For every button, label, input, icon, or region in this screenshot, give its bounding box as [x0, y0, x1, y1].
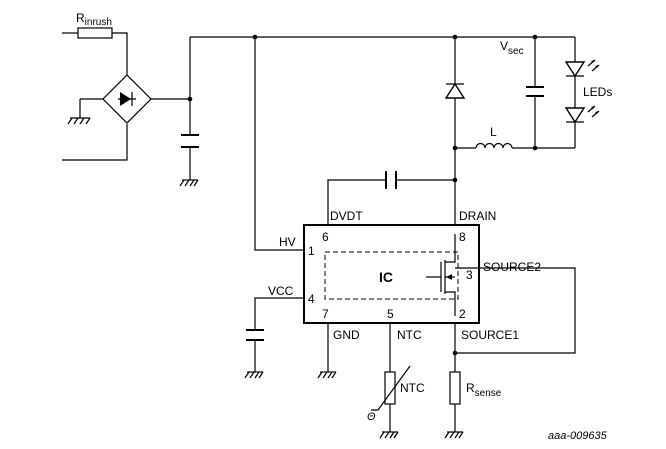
inductor-label: L: [490, 125, 497, 139]
pin-vcc-name: VCC: [268, 284, 294, 298]
pin-ntc-name: NTC: [397, 328, 422, 342]
top-rail-wiring: [189, 36, 575, 180]
led-string: [564, 37, 600, 148]
pin-dvdt-number: 6: [322, 230, 329, 244]
pin-source1-number: 2: [459, 307, 466, 321]
r-inrush-label: Rinrush: [76, 11, 112, 28]
mosfet-icon: [426, 234, 479, 316]
pin-drain-name: DRAIN: [459, 209, 496, 223]
pin-gnd-name: GND: [333, 328, 360, 342]
ground-bridge-icon: [67, 117, 91, 125]
figure-reference: aaa-009635: [548, 430, 608, 442]
r-sense-label: Rsense: [466, 381, 502, 399]
ground-bulk-icon: [179, 179, 199, 187]
v-sec-label: Vsec: [500, 39, 524, 57]
output-capacitor: [526, 37, 544, 148]
leds-label: LEDs: [583, 85, 612, 99]
pin-drain-number: 8: [459, 230, 466, 244]
ground-vcc-icon: [244, 371, 264, 379]
pin-source1-name: SOURCE1: [461, 328, 519, 342]
ic-inner-dashed-box: [324, 251, 459, 300]
inductor-l: [455, 142, 575, 149]
hv-wire: [254, 37, 304, 251]
junction-bridge: [187, 96, 193, 102]
pin-source2-name: SOURCE2: [483, 260, 541, 274]
ground-gnd-icon: [317, 371, 337, 379]
r-inrush-resistor: [77, 27, 113, 39]
dvdt-capacitor: [327, 171, 455, 225]
pin-vcc-number: 4: [308, 292, 315, 306]
ground-rsense-icon: [444, 431, 464, 439]
ic-label: IC: [379, 269, 393, 285]
r-sense-resistor: [449, 323, 461, 432]
pin-ntc-number: 5: [387, 307, 394, 321]
ntc-thermistor: [371, 323, 411, 432]
ac-input-wiring: [62, 32, 190, 161]
ntc-thermistor-label: NTC: [400, 381, 425, 395]
pin-hv-number: 1: [308, 244, 315, 258]
freewheel-diode: [444, 37, 466, 148]
pin-gnd-number: 7: [322, 307, 329, 321]
pin-hv-name: HV: [279, 235, 296, 249]
ground-ntc-icon: [379, 431, 399, 439]
junction-source1: [452, 350, 458, 356]
pin-source2-number: 3: [466, 268, 473, 282]
bulk-capacitor: [181, 134, 199, 148]
pin-dvdt-name: DVDT: [330, 209, 363, 223]
vcc-capacitor: [246, 297, 304, 372]
bridge-rectifier: [102, 74, 152, 124]
theta-label: Θ: [367, 411, 376, 423]
ic-body: [303, 224, 480, 324]
source-loop-wire: [455, 267, 576, 354]
